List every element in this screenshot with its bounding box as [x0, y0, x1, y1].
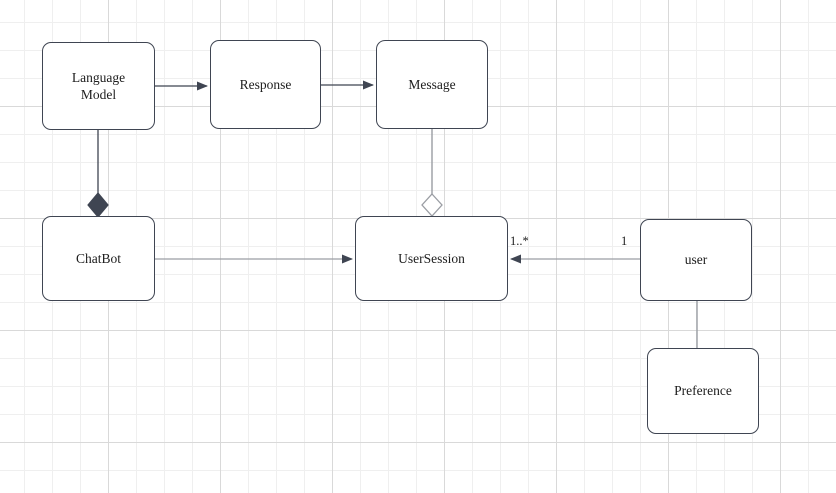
filled-diamond-marker [87, 192, 109, 218]
edge-message-to-usersession [421, 129, 443, 217]
node-label-response: Response [239, 76, 292, 92]
node-language-model[interactable]: Language Model [42, 42, 155, 130]
node-user[interactable]: user [640, 219, 752, 301]
node-label-user: user [684, 252, 708, 268]
node-label-chatbot: ChatBot [75, 250, 121, 266]
node-response[interactable]: Response [210, 40, 321, 129]
hollow-diamond-marker [421, 193, 443, 217]
node-label-language-model: Language Model [71, 69, 126, 102]
node-chatbot[interactable]: ChatBot [42, 216, 155, 301]
multiplicity-label-user: 1 [621, 234, 628, 248]
node-label-message: Message [408, 76, 456, 92]
node-label-preference: Preference [674, 383, 732, 399]
node-label-usersession: UserSession [398, 250, 465, 266]
node-usersession[interactable]: UserSession [355, 216, 508, 301]
node-message[interactable]: Message [376, 40, 488, 129]
node-preference[interactable]: Preference [647, 348, 759, 434]
edge-language-model-to-chatbot [87, 130, 109, 218]
multiplicity-label-usersession: 1..* [510, 234, 529, 248]
